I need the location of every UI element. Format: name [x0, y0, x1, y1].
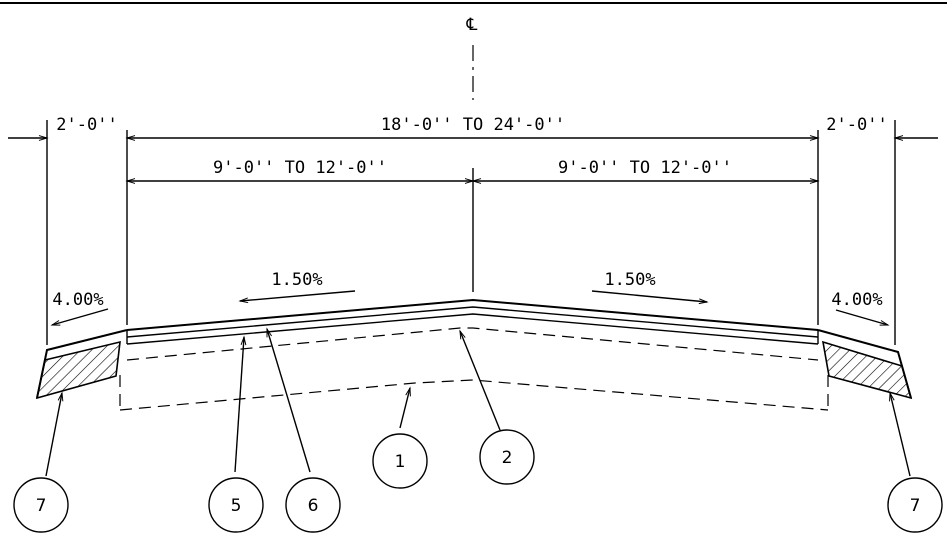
shoulder-left-slope-label: 4.00%: [52, 290, 103, 310]
base-top-dashed: [126, 327, 819, 361]
centerline-symbol: ℄: [466, 15, 478, 35]
svg-text:6: 6: [308, 496, 319, 516]
leader-6: [266, 327, 311, 473]
lane-right-slope-arrow: [591, 290, 709, 305]
svg-text:7: 7: [36, 496, 47, 516]
leader-5: [234, 335, 247, 473]
callout-7-left: 7: [13, 477, 69, 533]
pavement-layer-line-2: [126, 313, 819, 345]
lane-right-dim-label: 9'-0'' TO 12'-0'': [558, 158, 732, 178]
leader-7-right: [889, 391, 911, 477]
subbase-bottom-dashed: [119, 379, 829, 411]
shoulder-left-hatch: [35, 340, 121, 400]
callout-6: 6: [285, 477, 341, 533]
lane-right-slope-label: 1.50%: [604, 270, 655, 290]
shoulder-left-slope-arrow: [50, 308, 109, 326]
callout-1: 1: [372, 433, 428, 489]
lane-left-dim-label: 9'-0'' TO 12'-0'': [213, 158, 387, 178]
svg-text:1: 1: [395, 452, 406, 472]
shoulder-right-dim-label: 2'-0'': [826, 115, 887, 135]
shoulder-left-dim-label: 2'-0'': [56, 115, 117, 135]
shoulder-right-slope-label: 4.00%: [831, 290, 882, 310]
pavement-surface-top: [126, 298, 819, 331]
svg-text:2: 2: [502, 448, 513, 468]
shoulder-right-slope-arrow: [835, 309, 890, 326]
lane-left-slope-label: 1.50%: [271, 270, 322, 290]
leader-1: [399, 386, 411, 429]
callout-2: 2: [479, 429, 535, 485]
svg-text:7: 7: [910, 496, 921, 516]
leader-7-left: [45, 391, 64, 477]
leader-2: [459, 329, 501, 431]
shoulder-right-hatch: [821, 340, 913, 400]
pavement-layer-line-1: [126, 306, 819, 338]
callout-5: 5: [208, 477, 264, 533]
callout-7-right: 7: [887, 477, 943, 533]
lane-left-slope-arrow: [238, 290, 356, 304]
svg-text:5: 5: [231, 496, 242, 516]
total-dim-label: 18'-0'' TO 24'-0'': [381, 115, 565, 135]
